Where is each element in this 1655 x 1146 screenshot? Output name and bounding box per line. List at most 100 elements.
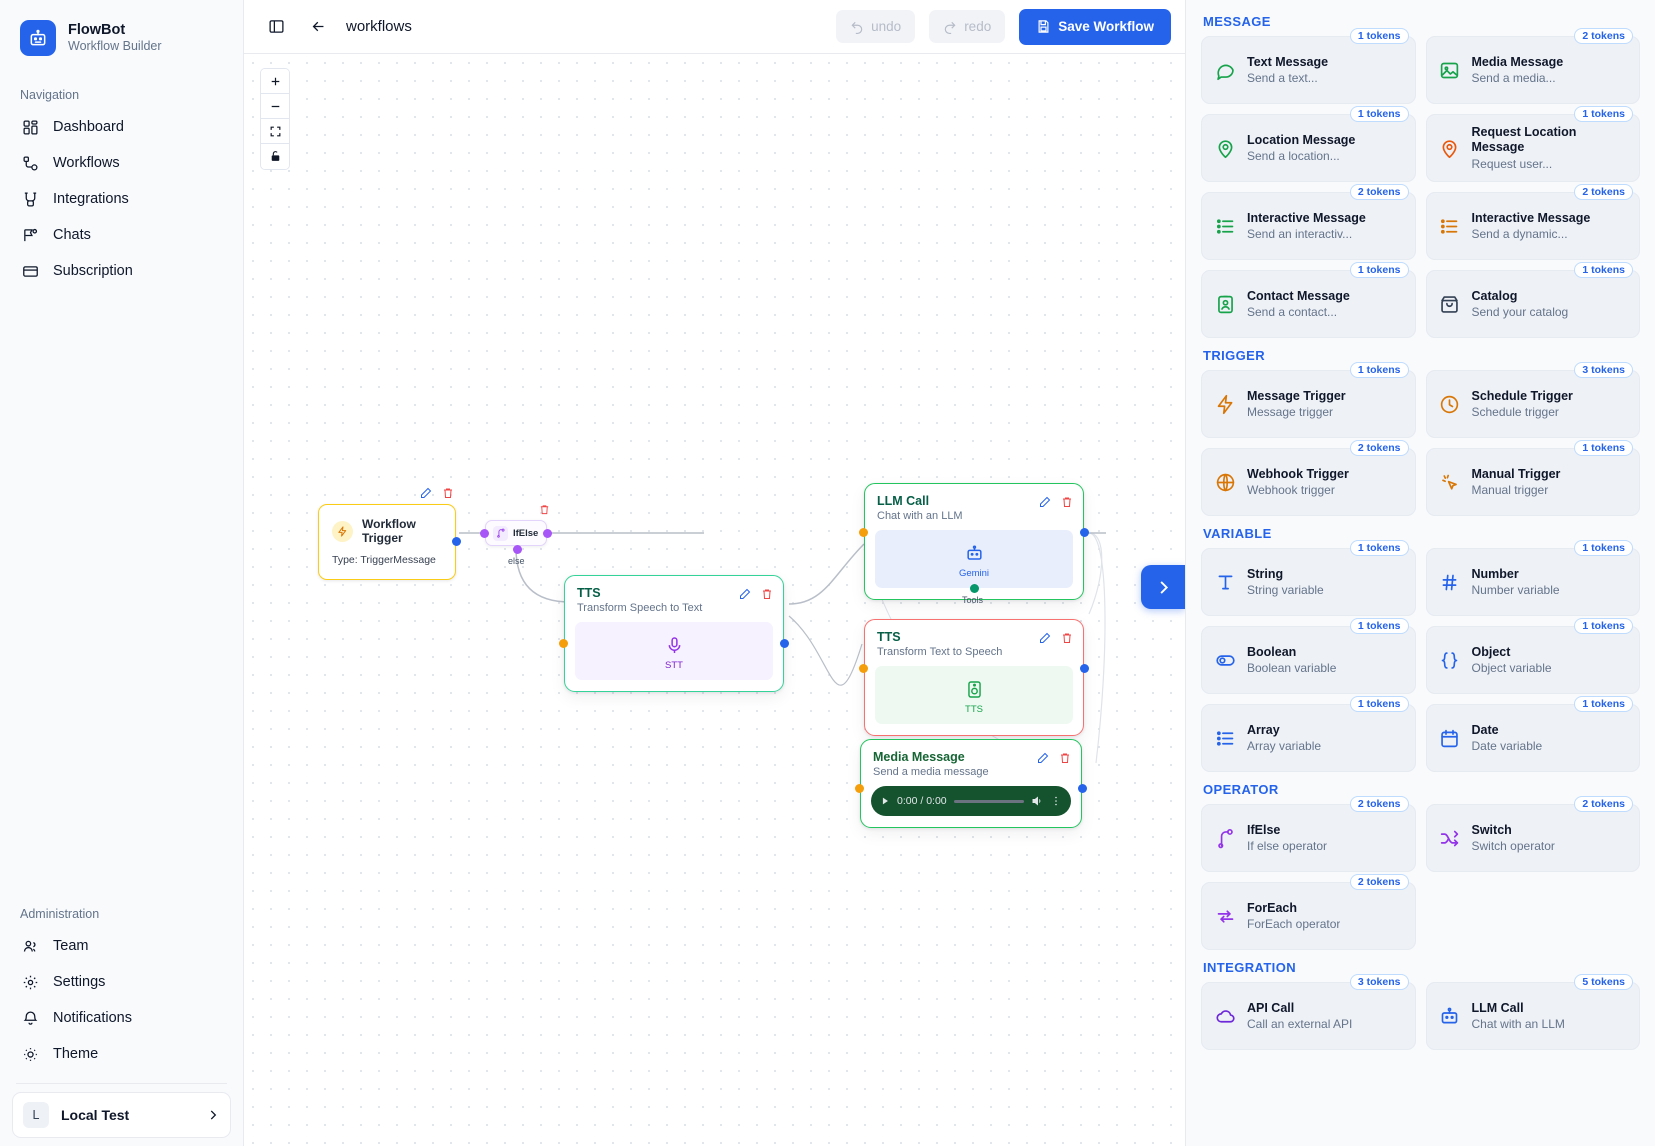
panel-toggle-icon[interactable]	[262, 13, 290, 41]
sidebar-item-workflows[interactable]: Workflows	[12, 146, 231, 180]
input-port[interactable]	[559, 639, 568, 648]
input-port[interactable]	[859, 664, 868, 673]
delete-icon[interactable]	[1060, 631, 1073, 644]
sidebar-item-subscription[interactable]: Subscription	[12, 254, 231, 288]
output-port[interactable]	[1078, 784, 1087, 793]
zoom-in-button[interactable]	[261, 69, 289, 94]
sidebar-item-theme[interactable]: Theme	[12, 1037, 231, 1071]
llm-node-card[interactable]: LLM Call Chat with an LLM	[864, 483, 1084, 600]
node-subtitle: Type: TriggerMessage	[332, 554, 436, 566]
brand[interactable]: FlowBot Workflow Builder	[12, 10, 231, 62]
brand-name: FlowBot	[68, 22, 126, 39]
edit-icon[interactable]	[1036, 751, 1049, 764]
sidebar-item-dashboard[interactable]: Dashboard	[12, 110, 231, 144]
node-ifelse[interactable]: IfElse else	[480, 505, 552, 566]
audio-progress-bar[interactable]	[953, 799, 1024, 803]
sidebar-item-team[interactable]: Team	[12, 929, 231, 963]
stt-node-card[interactable]: TTS Transform Speech to Text	[564, 575, 784, 692]
save-workflow-button[interactable]: Save Workflow	[1019, 8, 1171, 45]
lock-button[interactable]	[261, 144, 289, 169]
robot-icon	[20, 20, 56, 56]
input-port[interactable]	[859, 528, 868, 537]
delete-icon[interactable]	[1058, 751, 1071, 764]
kebab-menu-icon[interactable]	[1050, 795, 1062, 807]
input-port[interactable]	[855, 784, 864, 793]
edit-icon[interactable]	[738, 587, 751, 600]
output-port-else[interactable]	[513, 545, 522, 554]
user-account-row[interactable]: L Local Test	[12, 1092, 231, 1138]
redo-button[interactable]: redo	[929, 10, 1006, 43]
ifelse-node-card[interactable]: IfElse	[485, 520, 547, 546]
media-node-card[interactable]: Media Message Send a media message	[860, 739, 1082, 828]
workflow-canvas[interactable]: Workflow Trigger Type: TriggerMessage	[244, 54, 1185, 1146]
node-toolbar[interactable]	[1038, 631, 1073, 644]
output-port-true[interactable]	[543, 529, 552, 538]
node-stt[interactable]: TTS Transform Speech to Text	[559, 575, 789, 692]
output-port[interactable]	[780, 639, 789, 648]
trigger-node-card[interactable]: Workflow Trigger Type: TriggerMessage	[318, 504, 456, 580]
node-toolbar[interactable]	[1036, 751, 1071, 764]
node-toolbar[interactable]	[1038, 495, 1073, 508]
output-port[interactable]	[1080, 528, 1089, 537]
node-toolbar[interactable]	[738, 587, 773, 600]
delete-icon[interactable]	[760, 587, 773, 600]
sidebar-item-notifications[interactable]: Notifications	[12, 1001, 231, 1035]
output-port[interactable]	[452, 537, 461, 546]
canvas-controls[interactable]	[260, 68, 290, 170]
sidebar-item-settings[interactable]: Settings	[12, 965, 231, 999]
fit-view-button[interactable]	[261, 119, 289, 144]
node-toolbar[interactable]	[419, 486, 454, 499]
undo-button[interactable]: undo	[836, 10, 916, 43]
volume-icon[interactable]	[1031, 795, 1043, 807]
node-workflow-trigger[interactable]: Workflow Trigger Type: TriggerMessage	[318, 487, 461, 580]
play-icon[interactable]	[880, 796, 890, 806]
input-port[interactable]	[480, 529, 489, 538]
edit-icon[interactable]	[1038, 631, 1051, 644]
edit-icon[interactable]	[419, 486, 432, 499]
node-llm-call[interactable]: LLM Call Chat with an LLM	[859, 483, 1089, 605]
node-tts[interactable]: TTS Transform Text to Speech	[859, 619, 1089, 736]
node-toolbar[interactable]	[538, 503, 551, 516]
lightning-icon	[1214, 393, 1236, 415]
edit-icon[interactable]	[1038, 495, 1051, 508]
sidebar-item-chats[interactable]: Chats	[12, 218, 231, 252]
audio-player[interactable]: 0:00 / 0:00	[871, 786, 1071, 816]
tools-port[interactable]	[970, 584, 979, 593]
next-panel-button[interactable]	[1141, 565, 1185, 609]
delete-icon[interactable]	[441, 486, 454, 499]
tts-node-card[interactable]: TTS Transform Text to Speech	[864, 619, 1084, 736]
sidebar-item-integrations[interactable]: Integrations	[12, 182, 231, 216]
arrow-left-icon[interactable]	[304, 13, 332, 41]
node-media-message[interactable]: Media Message Send a media message	[855, 739, 1087, 828]
delete-icon[interactable]	[538, 503, 551, 516]
breadcrumb[interactable]: workflows	[346, 18, 412, 35]
palette-card-desc: Boolean variable	[1247, 661, 1337, 676]
output-port[interactable]	[1080, 664, 1089, 673]
delete-icon[interactable]	[1060, 495, 1073, 508]
zoom-out-button[interactable]	[261, 94, 289, 119]
